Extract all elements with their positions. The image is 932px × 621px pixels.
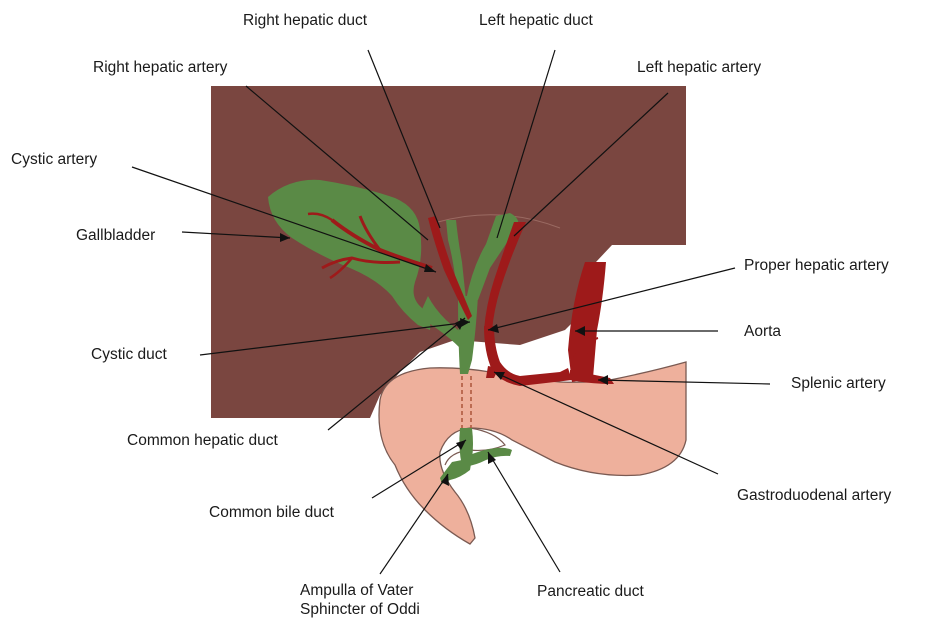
label-ampulla-of-vater: Ampulla of Vater [300, 582, 413, 599]
label-sphincter-of-oddi: Sphincter of Oddi [300, 601, 420, 618]
label-proper-hepatic-artery: Proper hepatic artery [744, 257, 889, 274]
label-left-hepatic-artery: Left hepatic artery [637, 59, 761, 76]
label-pancreatic-duct: Pancreatic duct [537, 583, 645, 600]
label-common-bile-duct: Common bile duct [209, 504, 335, 521]
label-left-hepatic-duct: Left hepatic duct [479, 12, 593, 29]
label-right-hepatic-artery: Right hepatic artery [93, 59, 228, 76]
label-aorta: Aorta [744, 323, 781, 340]
label-gastroduodenal-artery: Gastroduodenal artery [737, 487, 891, 504]
label-splenic-artery: Splenic artery [791, 375, 886, 392]
label-right-hepatic-duct: Right hepatic duct [243, 12, 368, 29]
leader-pancreatic-duct [488, 452, 560, 572]
label-gallbladder: Gallbladder [76, 227, 155, 244]
label-cystic-artery: Cystic artery [11, 151, 97, 168]
label-cystic-duct: Cystic duct [91, 346, 167, 363]
label-common-hepatic-duct: Common hepatic duct [127, 432, 278, 449]
